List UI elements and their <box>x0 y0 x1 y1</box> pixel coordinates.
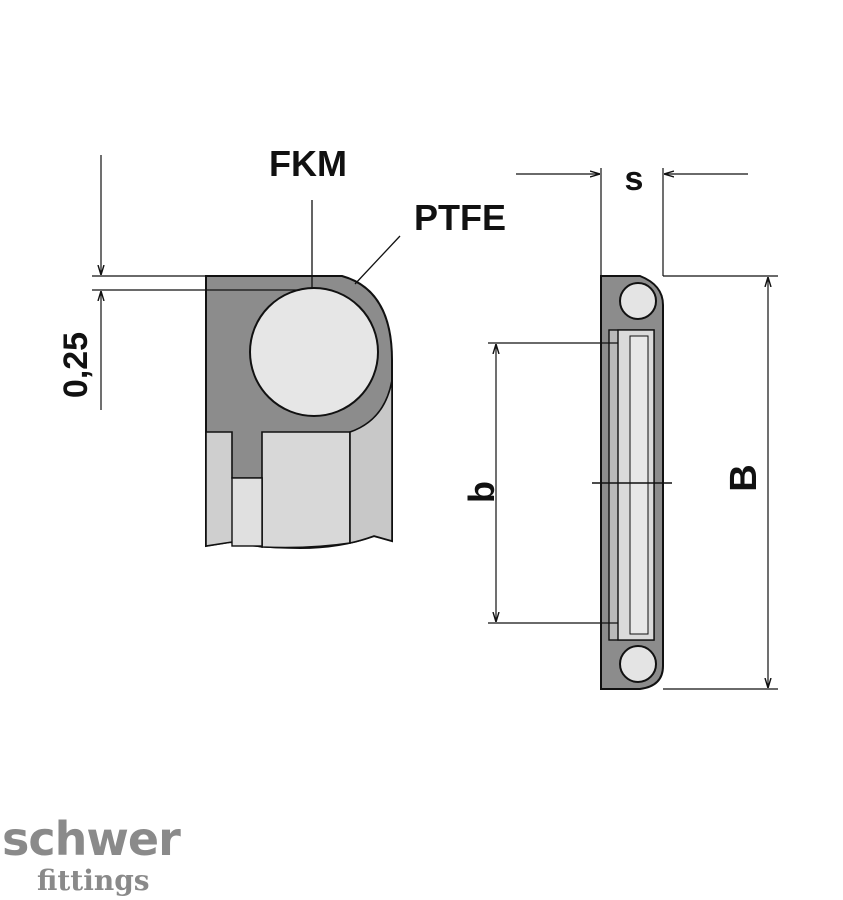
cross-section-view: FKM PTFE 0,25 <box>57 143 506 550</box>
fkm-label: FKM <box>269 143 347 184</box>
thickness-label: 0,25 <box>57 332 95 398</box>
ptfe-leader-line <box>354 235 401 285</box>
schwer-fittings-logo: schwer fittings <box>2 812 182 897</box>
body-left-notch <box>231 477 263 547</box>
body-right-column <box>349 379 393 544</box>
B-label: B <box>723 464 765 491</box>
side-core-bottom <box>619 645 657 683</box>
b-label: b <box>461 481 502 503</box>
side-view: s b B <box>461 160 778 690</box>
fkm-core <box>249 287 379 417</box>
body-lower-light <box>261 431 351 549</box>
s-label: s <box>625 160 644 198</box>
side-core-top <box>619 282 657 320</box>
logo-tagline: fittings <box>37 864 150 897</box>
logo-brand: schwer <box>2 812 181 866</box>
ptfe-label: PTFE <box>414 197 506 238</box>
